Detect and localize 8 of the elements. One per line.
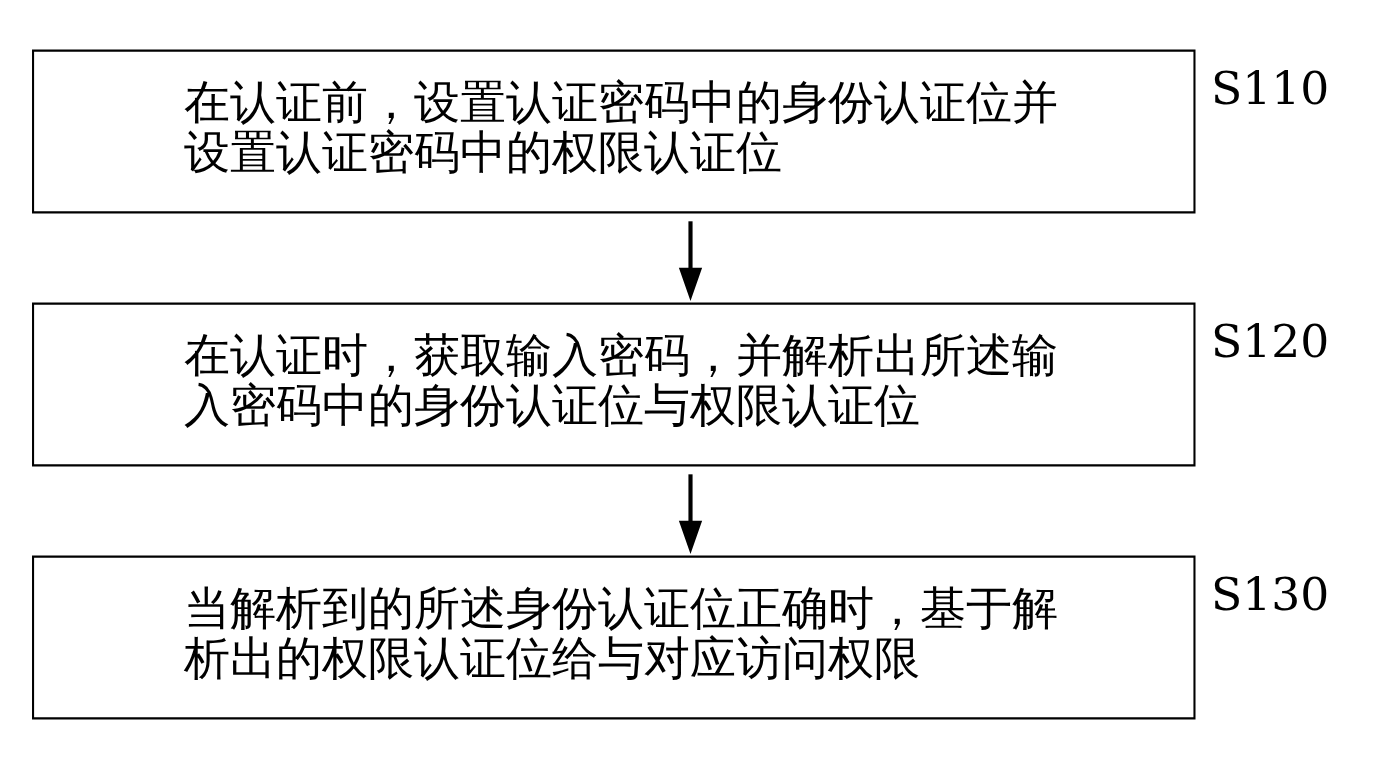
arrow: [678, 220, 703, 301]
node-box: 在认证前，设置认证密码中的身份认证位并设置认证密码中的权限认证位: [32, 49, 1196, 213]
node-label: S130: [1211, 567, 1330, 621]
node-box: 在认证时，获取输入密码，并解析出所述输入密码中的身份认证位与权限认证位: [32, 302, 1196, 466]
node-box: 当解析到的所述身份认证位正确时，基于解析出的权限认证位给与对应访问权限: [32, 555, 1196, 719]
node-label: S110: [1211, 61, 1330, 115]
node-label: S120: [1211, 314, 1330, 368]
arrow: [678, 473, 703, 554]
